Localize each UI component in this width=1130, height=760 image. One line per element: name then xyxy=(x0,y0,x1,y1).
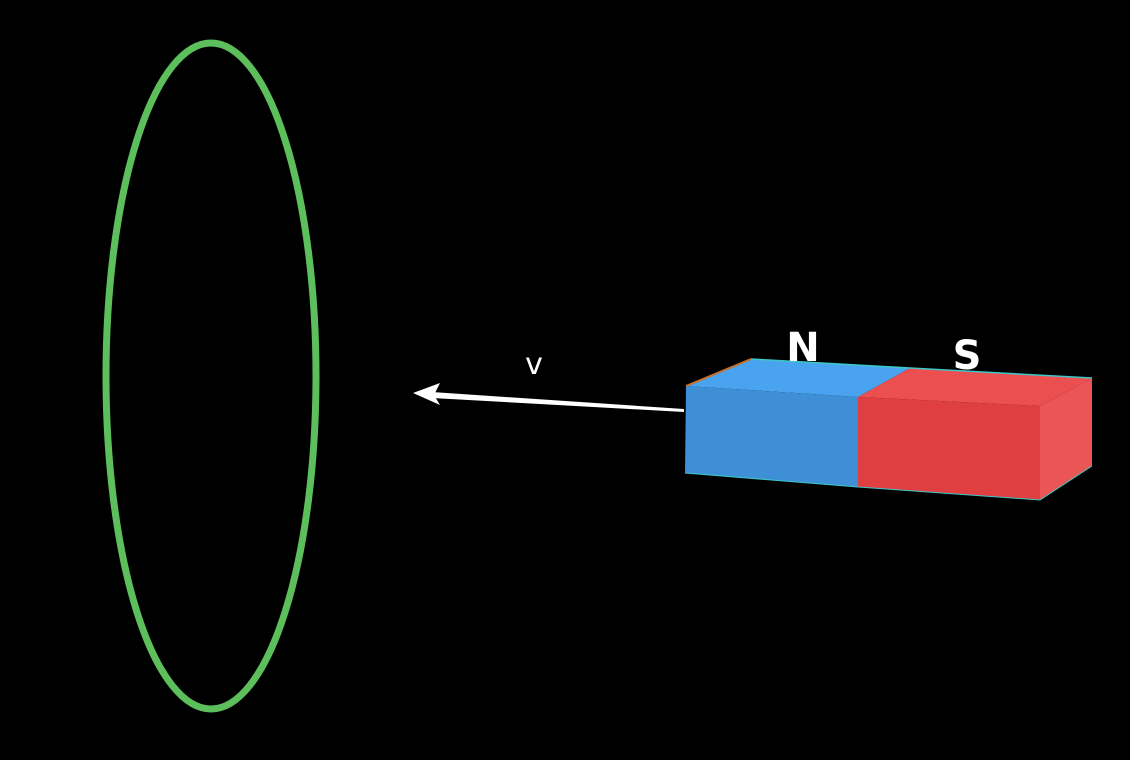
magnet-north-top-face xyxy=(686,359,910,397)
magnet-south-front-face xyxy=(858,397,1040,500)
velocity-label: v xyxy=(525,347,543,382)
magnet-left-edge xyxy=(685,358,752,387)
conducting-loop xyxy=(102,39,320,713)
bar-magnet xyxy=(684,358,1093,501)
magnet-top-edge xyxy=(750,358,1093,379)
velocity-arrow-shaft xyxy=(432,392,684,412)
magnet-north-front-face xyxy=(685,386,858,487)
velocity-arrowhead xyxy=(413,383,440,405)
magnet-south-end-face xyxy=(1040,378,1092,500)
velocity-arrow xyxy=(413,383,684,412)
north-pole-label: N xyxy=(786,325,819,371)
south-pole-label: S xyxy=(953,333,982,379)
magnet-bottom-edge xyxy=(684,465,1093,501)
magnet-south-top-face xyxy=(858,368,1092,406)
